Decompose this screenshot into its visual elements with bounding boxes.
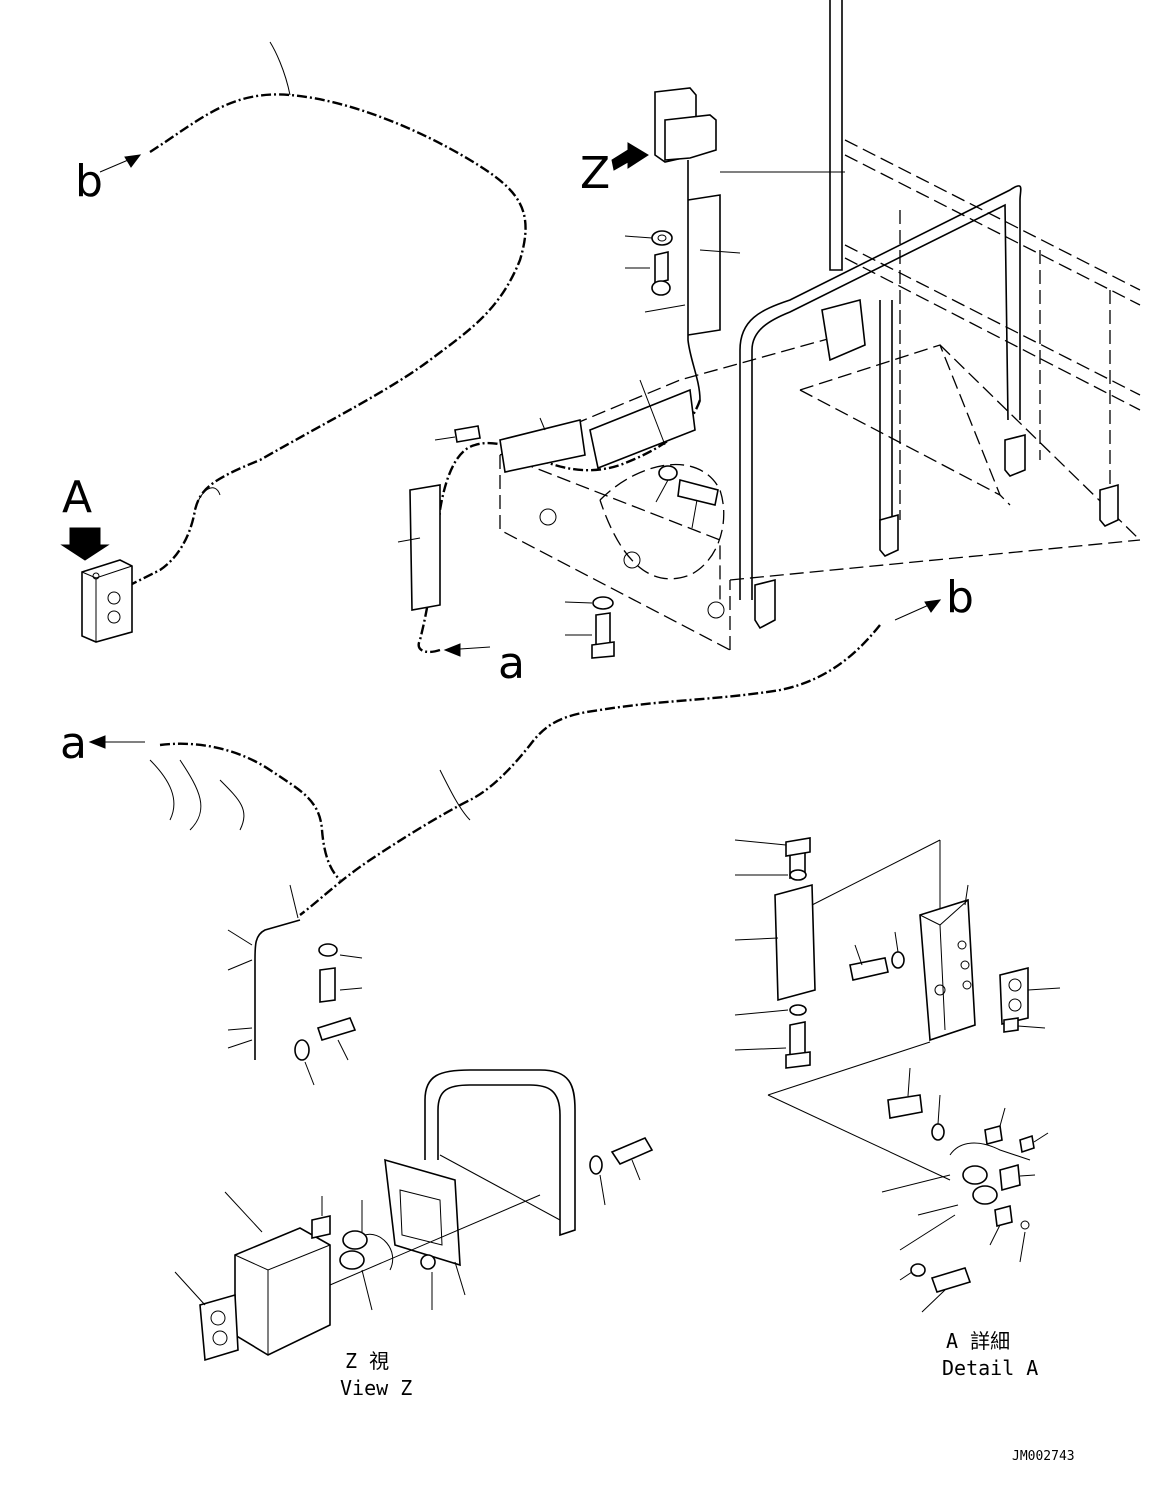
label-z-callout: Z xyxy=(580,148,610,199)
label-a-left: a xyxy=(60,718,87,769)
label-a-mid: a xyxy=(498,638,525,689)
switch-box-a: A xyxy=(60,472,133,643)
pointer-z: Z xyxy=(580,142,649,199)
down-arrow-icon xyxy=(60,527,110,561)
right-arrow-icon xyxy=(611,142,649,171)
pointer-a-mid: a xyxy=(443,638,525,689)
lower-left-leaders xyxy=(227,884,363,1086)
middle-fasteners xyxy=(564,465,719,659)
view-z-label-jp: Z 視 xyxy=(345,1349,389,1373)
detail-a-label-jp: A 詳細 xyxy=(946,1329,1010,1353)
pointer-b-top: b xyxy=(75,154,142,207)
pointer-b-right: b xyxy=(894,572,974,623)
z-bracket-fasteners xyxy=(624,230,673,296)
view-z-assembly: Z 視 View Z xyxy=(174,1069,654,1400)
view-z-label-en: View Z xyxy=(340,1376,412,1400)
drawing-code: JM002743 xyxy=(1012,1449,1075,1464)
control-box-z-top xyxy=(644,87,845,401)
hand-rails xyxy=(739,0,1141,630)
detail-a-label-en: Detail A xyxy=(942,1356,1038,1380)
detail-a-assembly: A 詳細 Detail A xyxy=(734,837,1061,1380)
label-b-right: b xyxy=(946,572,974,623)
label-b-top: b xyxy=(75,156,103,207)
lower-wiring-harness xyxy=(149,624,881,1060)
upper-wiring-harness xyxy=(129,41,527,587)
pointer-a-left: a xyxy=(60,718,145,769)
label-a-callout: A xyxy=(62,472,92,523)
middle-wiring-harness xyxy=(397,379,702,654)
